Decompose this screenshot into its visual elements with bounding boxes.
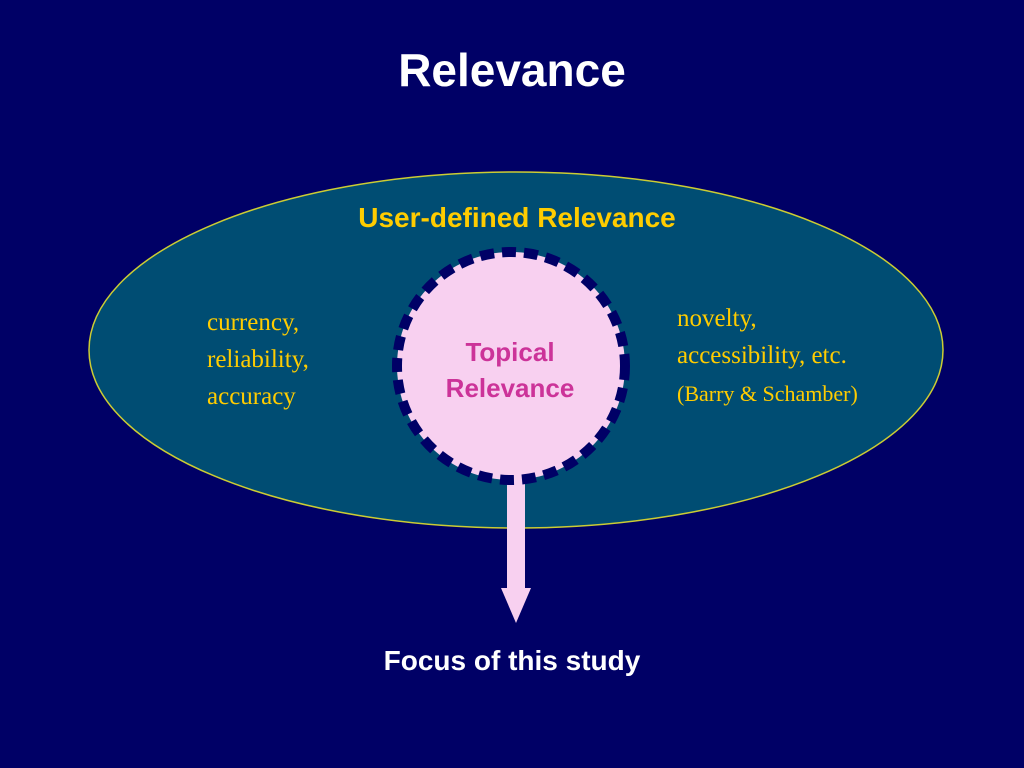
topical-relevance-label: Topical Relevance — [410, 334, 610, 406]
criterion-accessibility: accessibility, etc. — [677, 342, 847, 369]
criterion-reliability: reliability, — [207, 346, 309, 373]
right-criteria-list: novelty, accessibility, etc. (Barry & Sc… — [677, 300, 858, 414]
topical-relevance-line-1: Topical — [465, 337, 555, 367]
criterion-novelty: novelty, — [677, 305, 757, 332]
topical-relevance-circle — [392, 247, 630, 485]
left-criteria-list: currency, reliability, accuracy — [207, 304, 309, 415]
criterion-accuracy: accuracy — [207, 383, 296, 410]
focus-of-study-label: Focus of this study — [383, 645, 641, 676]
criterion-currency: currency, — [207, 309, 300, 336]
topical-relevance-line-2: Relevance — [445, 373, 575, 403]
down-arrow — [501, 470, 531, 623]
user-defined-relevance-label: User-defined Relevance — [358, 202, 676, 233]
citation: (Barry & Schamber) — [677, 381, 858, 406]
slide-title: Relevance — [398, 44, 626, 96]
